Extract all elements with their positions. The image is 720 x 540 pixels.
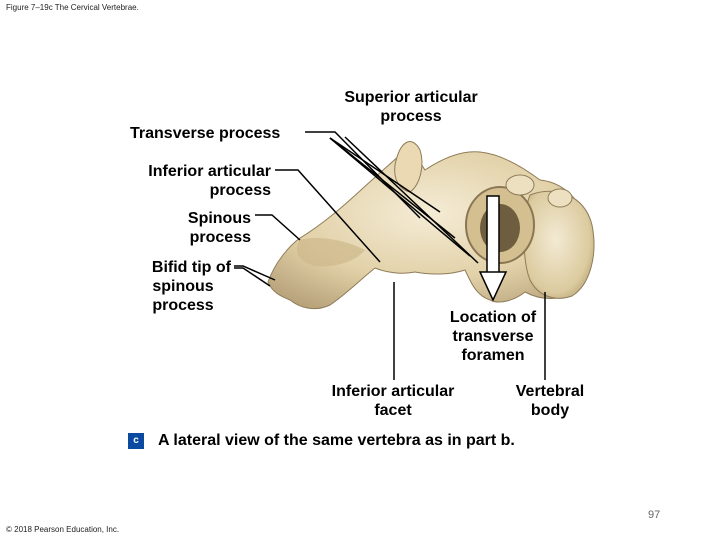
label-inferior-facet-line2: facet [374,402,412,419]
label-inferior-articular-facet: Inferior articular facet [318,382,468,420]
label-superior-articular-process: Superior articular process [336,88,486,126]
label-transverse-process-text: Transverse process [130,125,281,142]
part-badge: c [128,433,144,449]
copyright: © 2018 Pearson Education, Inc. [6,525,120,534]
label-vertebral-body-line2: body [530,402,570,419]
label-inferior-articular-process: Inferior articular process [128,162,271,200]
transverse-foramen-arrow [478,195,508,302]
label-inferior-facet-line1: Inferior articular [331,383,455,400]
leader-spinous-process [255,214,301,241]
leader-bifid-tip-2 [234,267,271,287]
label-bifid-tip-line1: Bifid tip of [151,259,231,276]
figure-title: Figure 7–19c The Cervical Vertebrae. [6,3,139,12]
caption-text: A lateral view of the same vertebra as i… [158,432,515,449]
label-vertebral-body: Vertebral body [500,382,600,420]
label-spinous-process-line1: Spinous [187,210,251,227]
vertebra-bone [267,141,595,310]
label-spinous-process-line2: process [189,229,251,246]
label-superior-articular-line1: Superior articular [344,89,478,106]
label-spinous-process: Spinous process [170,209,251,247]
label-location-line3: foramen [461,347,525,364]
figure-caption: c A lateral view of the same vertebra as… [128,432,515,450]
page-number: 97 [648,509,661,521]
label-location-transverse-foramen: Location of transverse foramen [433,308,553,365]
label-inferior-articular-process-line2: process [209,182,271,199]
label-location-line1: Location of [449,309,537,326]
leader-bifid-tip-1 [234,265,276,281]
label-vertebral-body-line1: Vertebral [515,383,585,400]
label-transverse-process: Transverse process [130,124,280,143]
leader-lines [234,131,546,380]
leader-superior-articular-4 [344,136,479,264]
label-inferior-articular-process-line1: Inferior articular [148,163,271,180]
leader-superior-articular-3 [329,137,471,257]
label-bifid-tip: Bifid tip of spinous process [135,258,231,315]
leader-inferior-articular-process [275,169,381,263]
label-bifid-tip-line2: spinous [152,278,214,295]
label-superior-articular-line2: process [380,108,442,125]
label-location-line2: transverse [452,328,534,345]
label-bifid-tip-line3: process [152,297,214,314]
